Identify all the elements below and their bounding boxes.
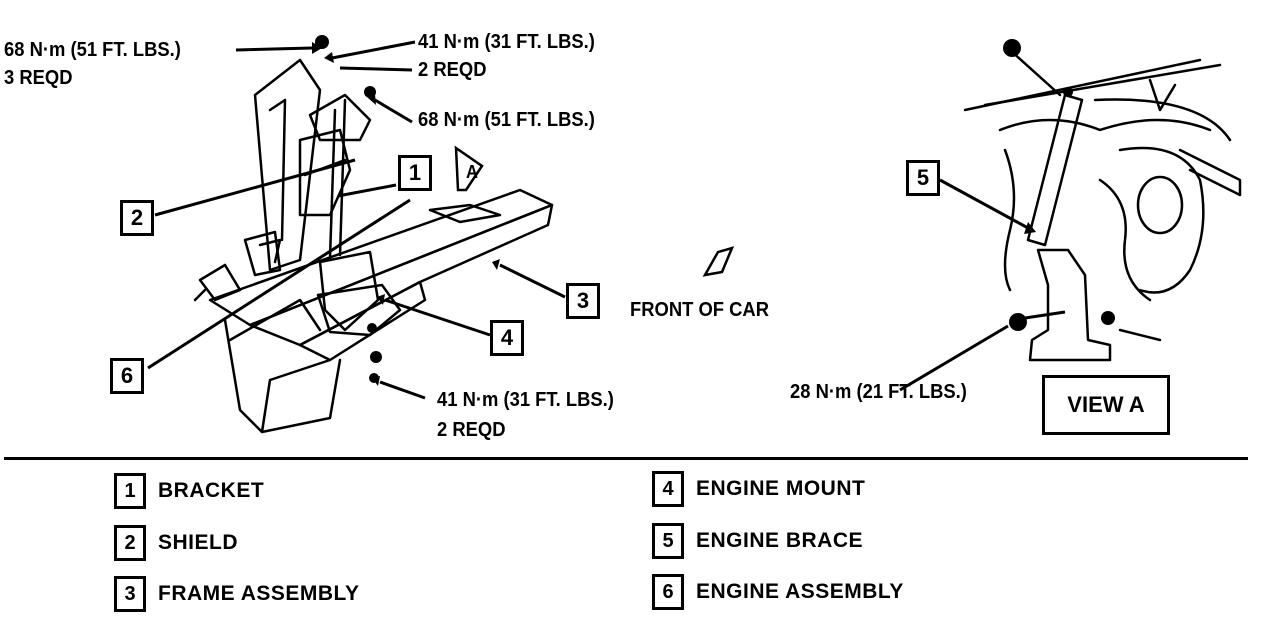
callout-1: 1 xyxy=(398,155,432,191)
front-of-car-label: FRONT OF CAR xyxy=(630,299,770,321)
qty-label-bottom: 2 REQD xyxy=(437,419,506,441)
legend-number: 1 xyxy=(114,473,146,509)
engine-assembly-drawing xyxy=(193,238,282,302)
view-a-label: VIEW A xyxy=(1042,375,1170,435)
engine-brace-drawing xyxy=(1026,93,1084,247)
legend-item: 1 BRACKET xyxy=(114,473,265,509)
legend-number: 2 xyxy=(114,525,146,561)
legend-item: 5 ENGINE BRACE xyxy=(652,523,864,559)
view-a-leaders xyxy=(899,178,1066,392)
legend-text: BRACKET xyxy=(158,479,265,502)
legend-item: 6 ENGINE ASSEMBLY xyxy=(652,574,904,610)
qty-label-top-left: 3 REQD xyxy=(4,67,73,89)
qty-label-top-mid: 2 REQD xyxy=(418,59,487,81)
torque-label-bottom: 41 N·m (31 FT. LBS.) xyxy=(437,389,614,411)
callout-6: 6 xyxy=(110,358,144,394)
torque-label-mid: 68 N·m (51 FT. LBS.) xyxy=(418,109,595,131)
view-a-drawing xyxy=(963,48,1242,362)
legend-number: 5 xyxy=(652,523,684,559)
callout-5: 5 xyxy=(906,160,940,196)
front-of-car-arrow xyxy=(702,246,735,277)
arrowheads xyxy=(312,42,500,386)
legend-text: ENGINE BRACE xyxy=(696,529,864,552)
fasteners xyxy=(315,35,1115,383)
legend-text: FRAME ASSEMBLY xyxy=(158,582,360,605)
torque-label-top-left: 68 N·m (51 FT. LBS.) xyxy=(4,39,181,61)
callout-2: 2 xyxy=(120,200,154,236)
legend-number: 3 xyxy=(114,576,146,612)
legend-text: ENGINE ASSEMBLY xyxy=(696,580,904,603)
legend-number: 6 xyxy=(652,574,684,610)
torque-label-view-a: 28 N·m (21 FT. LBS.) xyxy=(790,381,967,403)
separator-line xyxy=(4,457,1248,460)
torque-label-top-mid: 41 N·m (31 FT. LBS.) xyxy=(418,31,595,53)
legend-item: 4 ENGINE MOUNT xyxy=(652,471,866,507)
leader-lines xyxy=(147,40,566,400)
frame-assembly-drawing xyxy=(208,188,554,434)
engine-mount-drawing xyxy=(308,93,402,337)
legend-item: 3 FRAME ASSEMBLY xyxy=(114,576,360,612)
legend-item: 2 SHIELD xyxy=(114,525,239,561)
detail-a-marker xyxy=(454,145,484,192)
detail-a-letter: A xyxy=(466,162,478,182)
legend-number: 4 xyxy=(652,471,684,507)
callout-3: 3 xyxy=(566,283,600,319)
legend-text: SHIELD xyxy=(158,531,239,554)
legend-text: ENGINE MOUNT xyxy=(696,477,866,500)
callout-4: 4 xyxy=(490,320,524,356)
